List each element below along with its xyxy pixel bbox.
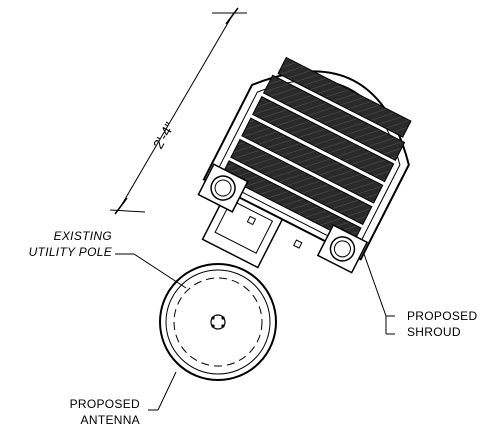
proposed-shroud-label-line2: SHROUD [407, 325, 461, 339]
existing-pole-label-line2: UTILITY POLE [29, 245, 113, 259]
leader-proposed-shroud [363, 253, 395, 335]
dimension-label: 2'-4" [150, 119, 178, 151]
fan-right [316, 224, 369, 274]
dimension-line [109, 7, 247, 215]
equipment-fill [221, 56, 412, 243]
proposed-shroud [197, 56, 412, 274]
proposed-antenna [159, 263, 277, 381]
proposed-antenna-label-line1: PROPOSED [70, 397, 140, 411]
leader-existing-pole [115, 253, 187, 289]
proposed-shroud-label-line1: PROPOSED [407, 309, 477, 323]
fan-left [197, 163, 249, 213]
proposed-antenna-label-line2: ANTENNA [81, 413, 140, 427]
existing-pole-label-line1: EXISTING [54, 229, 112, 243]
leader-proposed-antenna [148, 371, 177, 411]
